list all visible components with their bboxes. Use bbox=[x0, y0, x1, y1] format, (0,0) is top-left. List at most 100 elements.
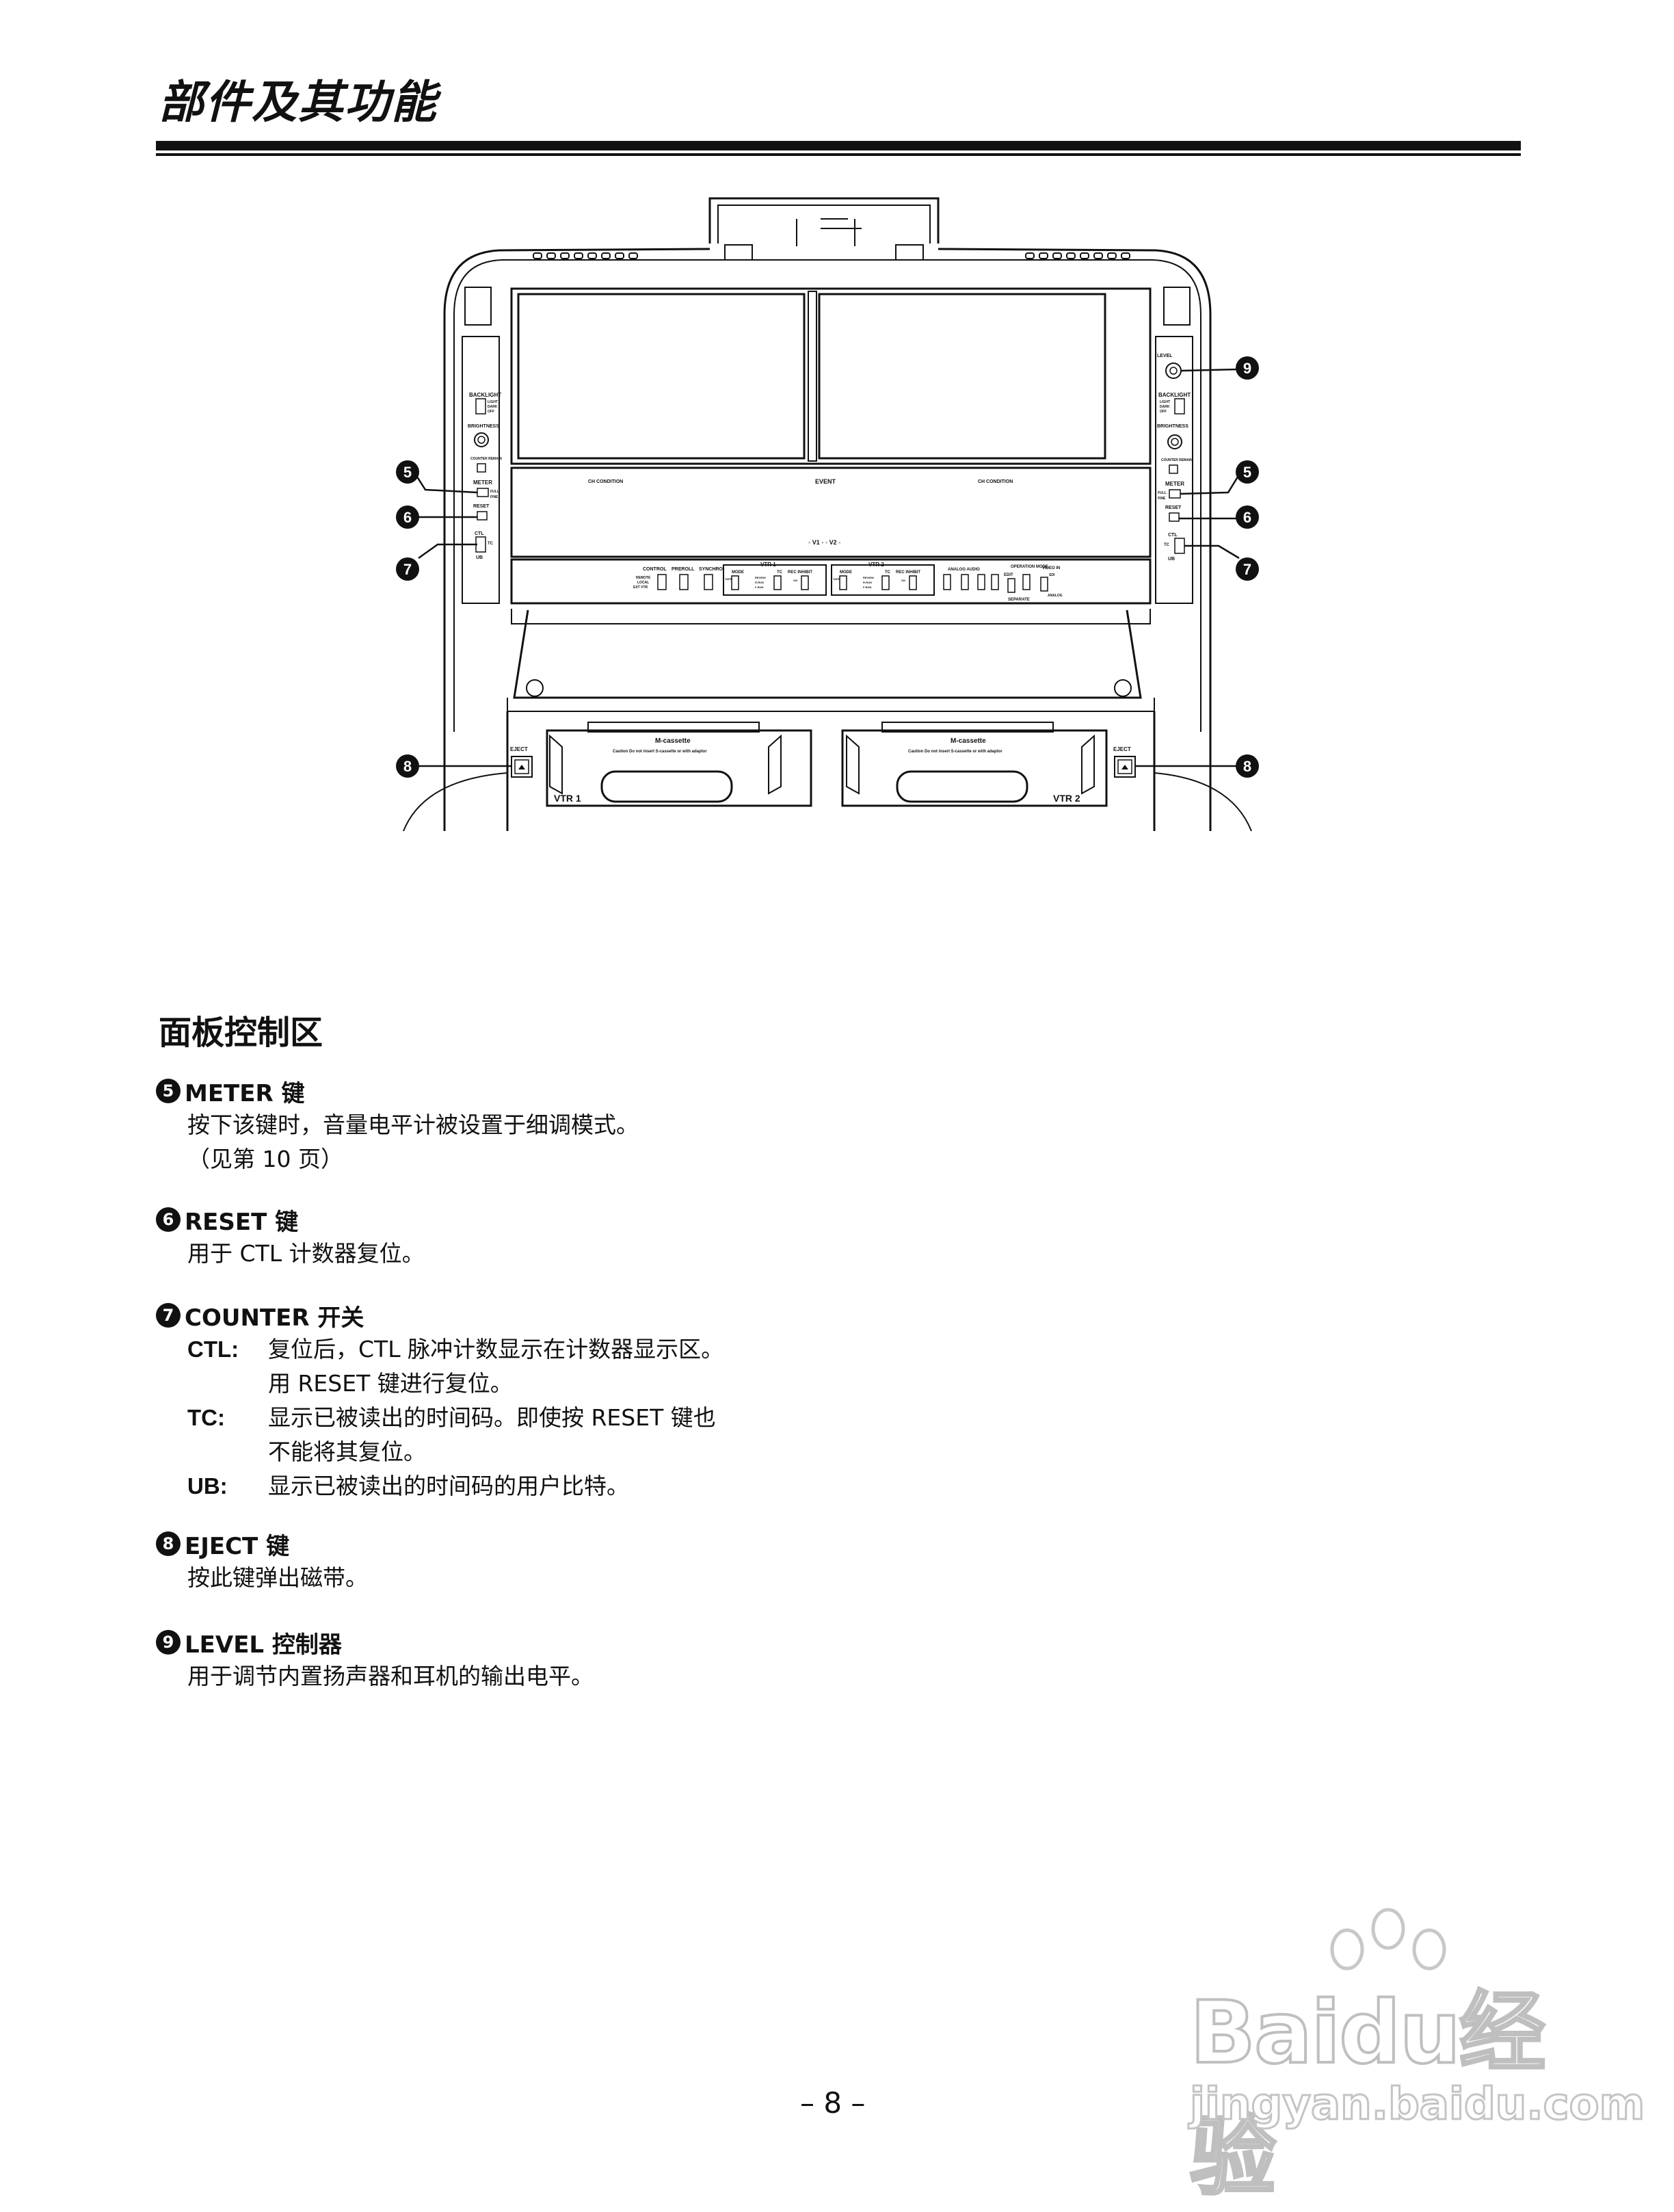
svg-text:COUNTER REMAIN: COUNTER REMAIN bbox=[1161, 458, 1193, 462]
vtr2-mode-switch[interactable] bbox=[839, 575, 847, 590]
svg-text:F-RUN: F-RUN bbox=[755, 585, 764, 589]
svg-text:LEVEL: LEVEL bbox=[1157, 354, 1173, 358]
item-title: EJECT 键 bbox=[185, 1532, 290, 1560]
vtr1-mode-switch[interactable] bbox=[731, 575, 739, 590]
callout-6-icon: 6 bbox=[156, 1207, 181, 1232]
counter-switch-right[interactable] bbox=[1174, 538, 1185, 554]
counter-switch-left[interactable] bbox=[475, 536, 486, 553]
svg-text:6: 6 bbox=[1243, 509, 1251, 526]
svg-text:LIGHT: LIGHT bbox=[1160, 400, 1170, 404]
svg-text:PREROLL: PREROLL bbox=[672, 567, 695, 572]
svg-text:R-RUN: R-RUN bbox=[755, 581, 764, 584]
item-line: 按此键弹出磁带。 bbox=[187, 1564, 368, 1591]
analog-audio-switch-2[interactable] bbox=[961, 574, 969, 590]
lcd-screen-right bbox=[818, 293, 1106, 460]
vtr2-tc-switch[interactable] bbox=[881, 575, 890, 590]
svg-text:SEPARATE: SEPARATE bbox=[1008, 598, 1030, 602]
item-title: RESET 键 bbox=[185, 1208, 299, 1236]
vtr1-label: VTR 1 bbox=[554, 793, 581, 804]
svg-text:5: 5 bbox=[1243, 464, 1251, 481]
svg-text:MODE: MODE bbox=[840, 570, 852, 575]
eject-icon bbox=[518, 765, 525, 769]
item-title: METER 键 bbox=[185, 1079, 305, 1107]
device-diagram: CH CONDITION EVENT CH CONDITION ◦ V1 ◦ ◦… bbox=[383, 192, 1272, 834]
page-title: 部件及其功能 bbox=[159, 76, 438, 129]
eject-button-left[interactable]: EJECT bbox=[510, 746, 533, 778]
svg-text:UB: UB bbox=[476, 555, 483, 560]
brightness-knob-left[interactable] bbox=[474, 432, 489, 447]
item-title: COUNTER 开关 bbox=[185, 1304, 364, 1332]
brightness-knob-right[interactable] bbox=[1167, 434, 1182, 449]
cassette-tray-area bbox=[403, 609, 1252, 832]
def-ctl: CTL: 复位后，CTL 脉冲计数显示在计数器显示区。 用 RESET 键进行复… bbox=[187, 1336, 724, 1397]
vtr2-rec-inhibit-switch[interactable] bbox=[909, 575, 917, 590]
svg-text:REVIEW: REVIEW bbox=[863, 576, 874, 579]
item-heading: 5 METER 键 bbox=[156, 1074, 1045, 1108]
svg-text:METER: METER bbox=[473, 479, 492, 486]
title-rule bbox=[156, 141, 1521, 150]
svg-text:VTR 2: VTR 2 bbox=[868, 562, 884, 568]
device-housing bbox=[443, 248, 1212, 831]
reset-button-left[interactable] bbox=[477, 511, 488, 521]
svg-text:EDIT: EDIT bbox=[1004, 573, 1013, 577]
meter-button-left[interactable] bbox=[477, 488, 489, 497]
watermark-brand: Baidu经验 bbox=[1188, 1981, 1547, 2209]
item-counter: 7 COUNTER 开关 CTL: 复位后，CTL 脉冲计数显示在计数器显示区。… bbox=[156, 1298, 1045, 1503]
level-knob[interactable] bbox=[1165, 363, 1182, 379]
svg-text:TC: TC bbox=[488, 542, 494, 546]
svg-text:8: 8 bbox=[403, 758, 412, 775]
analog-audio-switch-4[interactable] bbox=[991, 574, 999, 590]
svg-text:TC: TC bbox=[885, 570, 891, 575]
callout-leaders bbox=[414, 368, 1240, 767]
svg-text:CTL: CTL bbox=[1168, 533, 1178, 538]
svg-text:ON: ON bbox=[901, 579, 905, 582]
counter-remain-button-left[interactable] bbox=[477, 463, 486, 473]
svg-text:BRIGHTNESS: BRIGHTNESS bbox=[468, 424, 499, 429]
svg-text:8: 8 bbox=[1243, 758, 1251, 775]
svg-text:REMOTE: REMOTE bbox=[636, 576, 651, 580]
ch-condition-label-right: CH CONDITION bbox=[978, 479, 1013, 484]
svg-text:DARK: DARK bbox=[1160, 405, 1170, 409]
cassette-slot-vtr2: M-cassette Caution Do not insert S-casse… bbox=[841, 722, 1108, 807]
event-label: EVENT bbox=[815, 478, 836, 485]
control-switch[interactable] bbox=[657, 574, 667, 590]
meter-button-right[interactable] bbox=[1169, 489, 1181, 499]
watermark-url: jingyan.baidu.com bbox=[1188, 2079, 1645, 2131]
backlight-switch-right[interactable] bbox=[1174, 398, 1185, 414]
svg-text:BACKLIGHT: BACKLIGHT bbox=[469, 392, 501, 398]
callout-5-icon: 5 bbox=[156, 1079, 181, 1103]
reset-button-right[interactable] bbox=[1169, 512, 1180, 522]
item-meter: 5 METER 键 按下该键时，音量电平计被设置于细调模式。 （见第 10 页） bbox=[156, 1074, 1045, 1176]
right-side-panel bbox=[1155, 336, 1193, 604]
operation-mode-switch[interactable] bbox=[1022, 574, 1031, 590]
control-strip bbox=[510, 558, 1152, 605]
counter-remain-button-right[interactable] bbox=[1169, 464, 1178, 474]
svg-text:M-cassette: M-cassette bbox=[951, 737, 986, 745]
left-corner-block bbox=[464, 287, 492, 326]
svg-text:7: 7 bbox=[403, 561, 412, 578]
svg-text:BRIGHTNESS: BRIGHTNESS bbox=[1157, 424, 1188, 429]
svg-text:OFF: OFF bbox=[1160, 410, 1167, 414]
svg-text:RESET: RESET bbox=[473, 504, 490, 509]
eject-button-right[interactable]: EJECT bbox=[1113, 746, 1136, 778]
edit-switch[interactable] bbox=[1007, 578, 1015, 593]
svg-text:TC: TC bbox=[777, 570, 783, 575]
svg-text:LIGHT: LIGHT bbox=[488, 400, 498, 404]
svg-text:ANALOG: ANALOG bbox=[1048, 594, 1063, 598]
vtr1-switch-group bbox=[723, 564, 827, 596]
svg-text:REVIEW: REVIEW bbox=[755, 576, 766, 579]
analog-audio-switch-1[interactable] bbox=[943, 574, 951, 590]
vtr1-rec-inhibit-switch[interactable] bbox=[801, 575, 809, 590]
synchro-switch[interactable] bbox=[704, 574, 713, 590]
svg-text:MODE: MODE bbox=[732, 570, 744, 575]
svg-text:OPERATION MODE: OPERATION MODE bbox=[1011, 565, 1048, 569]
vtr1-tc-switch[interactable] bbox=[773, 575, 782, 590]
v1-v2-indicator: ◦ V1 ◦ ◦ V2 ◦ bbox=[808, 539, 840, 546]
lcd-screen-left bbox=[517, 293, 806, 460]
backlight-switch-left[interactable] bbox=[475, 398, 486, 414]
analog-audio-switch-3[interactable] bbox=[977, 574, 985, 590]
svg-text:Caution Do not insert S-casset: Caution Do not insert S-cassette or with… bbox=[613, 750, 707, 754]
preroll-switch[interactable] bbox=[679, 574, 689, 590]
video-in-switch[interactable] bbox=[1040, 577, 1048, 592]
svg-text:METER: METER bbox=[1165, 481, 1184, 487]
